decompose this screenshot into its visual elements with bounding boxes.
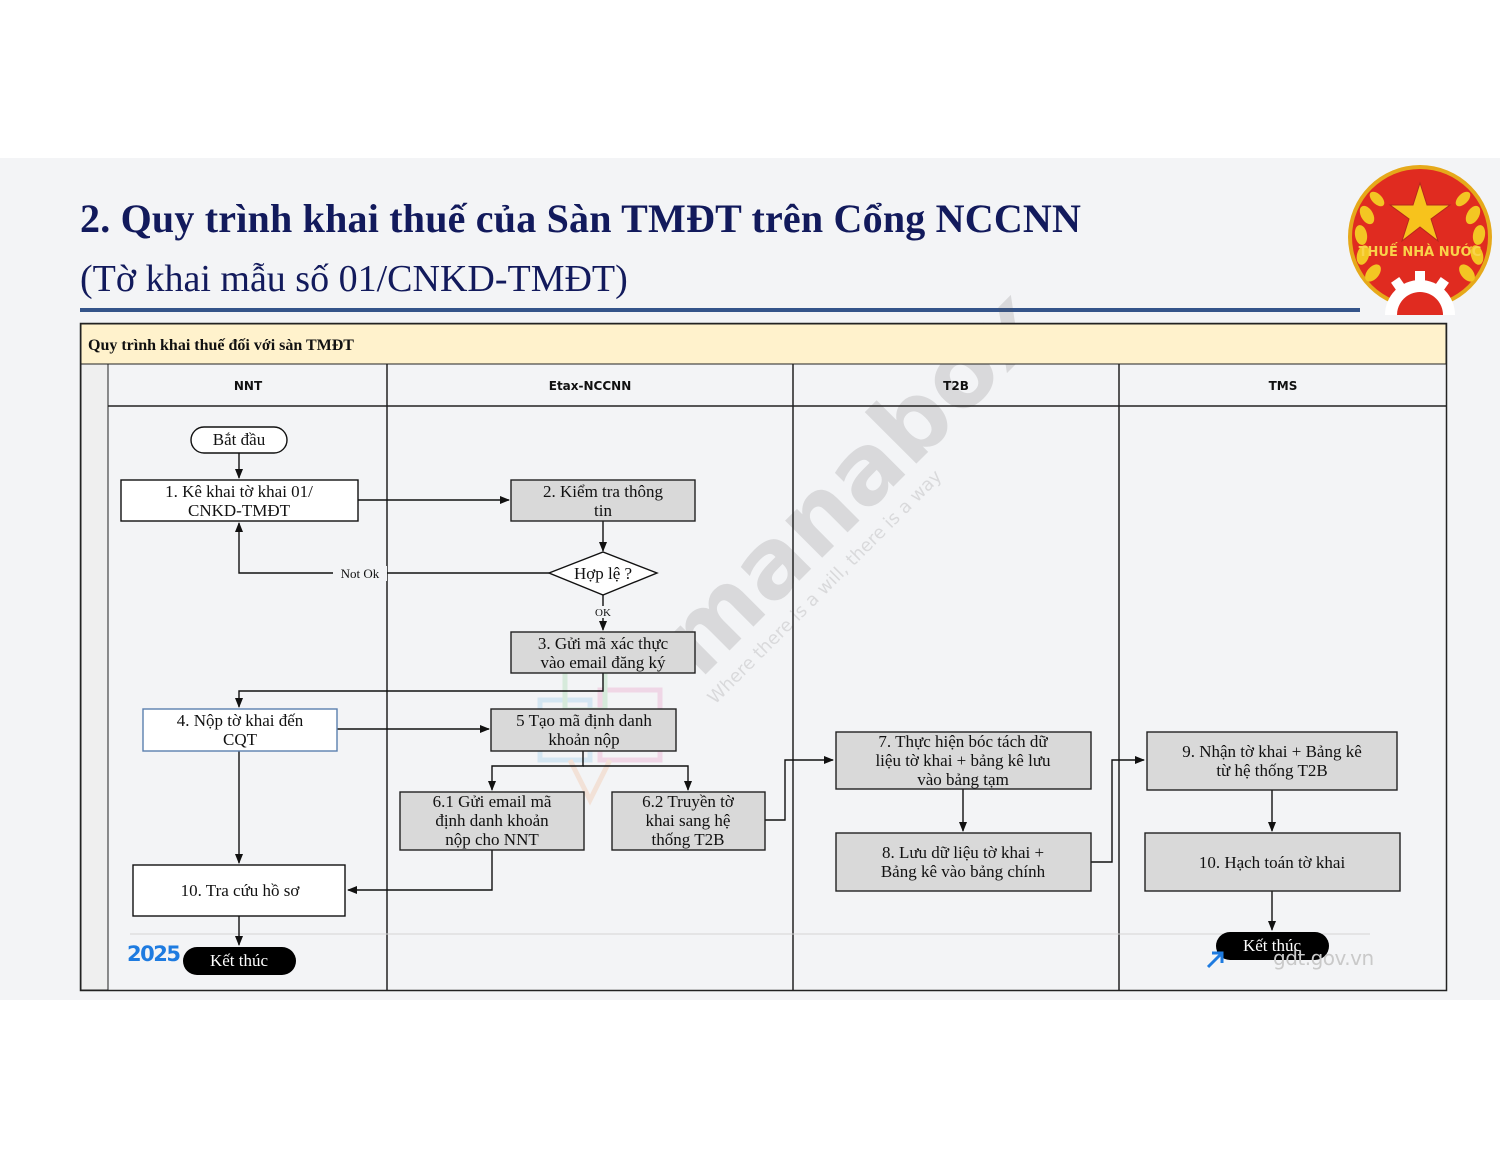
step-1-line1: 1. Kê khai tờ khai 01/ — [165, 482, 313, 501]
arrow-8-to-9 — [1091, 756, 1145, 863]
footer-arrow-icon — [1206, 951, 1224, 969]
edge-label-ok: OK — [595, 607, 611, 619]
step-8-line1: 8. Lưu dữ liệu tờ khai + — [882, 843, 1044, 862]
step-5-box[interactable] — [490, 708, 677, 752]
step-4-line2: CQT — [223, 730, 258, 749]
arrow-5-to-61 — [488, 751, 584, 791]
arrow-3-to-4 — [235, 673, 604, 708]
step-7-line2: liệu tờ khai + bảng kê lưu — [875, 751, 1051, 770]
step-7-line3: vào bảng tạm — [917, 770, 1009, 789]
step-9-line2: từ hệ thống T2B — [1216, 761, 1327, 780]
label-bg — [333, 566, 387, 581]
step-2-line1: 2. Kiểm tra thông — [543, 482, 663, 501]
arrow-5-to-62 — [583, 765, 692, 791]
laurel-right — [1455, 191, 1486, 282]
step-4-box[interactable] — [142, 708, 338, 752]
end-label-tms: Kết thúc — [1243, 936, 1302, 955]
step-3-box[interactable] — [510, 631, 696, 674]
lane-gutter — [80, 363, 109, 991]
step-1-box[interactable] — [120, 479, 359, 522]
laurel-left — [1354, 191, 1385, 282]
end-terminal-nnt[interactable] — [183, 947, 296, 975]
step-2-line2: tin — [594, 501, 612, 520]
step-10-accounting-label: 10. Hạch toán tờ khai — [1199, 853, 1346, 872]
end-terminal-tms[interactable] — [1216, 932, 1329, 960]
process-banner — [80, 323, 1447, 365]
footer-website: gdt.gov.vn — [1273, 946, 1374, 970]
title-divider — [80, 308, 1360, 312]
step-8-box[interactable] — [835, 832, 1092, 892]
gear-teeth — [1391, 271, 1449, 291]
logo-text: THUẾ NHÀ NƯỚC — [1359, 243, 1482, 260]
step-7-line1: 7. Thực hiện bóc tách dữ — [878, 732, 1048, 751]
step-6-1-line1: 6.1 Gửi email mã — [433, 792, 552, 811]
lane-header-t2b: T2B — [943, 379, 969, 393]
step-9-line1: 9. Nhận tờ khai + Bảng kê — [1182, 742, 1362, 761]
step-5-line1: 5 Tạo mã định danh — [516, 711, 652, 730]
step-9-box[interactable] — [1146, 731, 1398, 791]
start-label: Bắt đầu — [213, 430, 266, 449]
step-6-1-line3: nộp cho NNT — [445, 830, 539, 849]
step-6-2-line3: thống T2B — [652, 830, 725, 849]
slide-subtitle: (Tờ khai mẫu số 01/CNKD-TMĐT) — [80, 258, 628, 300]
step-10-lookup-label: 10. Tra cứu hồ sơ — [181, 881, 301, 900]
connectors — [235, 453, 1276, 946]
step-8-line2: Bảng kê vào bảng chính — [881, 862, 1046, 881]
banner-title: Quy trình khai thuế đối với sàn TMĐT — [88, 337, 354, 354]
step-1-line2: CNKD-TMĐT — [188, 501, 291, 520]
end-label-nnt: Kết thúc — [210, 951, 269, 970]
step-7-box[interactable] — [835, 731, 1092, 790]
step-3-line1: 3. Gửi mã xác thực — [538, 634, 669, 653]
start-terminal[interactable] — [190, 426, 288, 454]
lane-header-nnt: NNT — [234, 379, 263, 393]
arrow-notok-to-1 — [235, 522, 549, 574]
step-6-2-line1: 6.2 Truyền tờ — [642, 792, 735, 811]
emblem-disc — [1352, 169, 1488, 305]
footer-year: 2025 — [127, 942, 181, 966]
step-2-box[interactable] — [510, 479, 696, 522]
step-10-accounting-box[interactable] — [1144, 832, 1401, 892]
decision-label: Hợp lệ ? — [574, 564, 632, 583]
decision-diamond[interactable] — [547, 551, 659, 596]
slide-title: 2. Quy trình khai thuế của Sàn TMĐT trên… — [80, 196, 1082, 241]
step-5-line2: khoản nộp — [548, 730, 619, 749]
step-3-line2: vào email đăng ký — [540, 653, 666, 672]
arrow-61-to-10 — [347, 850, 493, 894]
step-6-2-line2: khai sang hệ — [646, 811, 731, 830]
step-6-1-box[interactable] — [399, 791, 585, 851]
tax-emblem-icon: THUẾ NHÀ NƯỚC — [1348, 165, 1492, 315]
edge-label-not-ok: Not Ok — [341, 566, 380, 581]
step-6-1-line2: định danh khoản — [435, 811, 549, 830]
step-4-line1: 4. Nộp tờ khai đến — [177, 711, 304, 730]
star-icon — [1388, 181, 1452, 243]
step-10-lookup-box[interactable] — [132, 864, 346, 917]
gear-hub — [1397, 292, 1443, 315]
lane-header-tms: TMS — [1269, 379, 1298, 393]
arrow-62-to-7 — [765, 756, 834, 821]
step-6-2-box[interactable] — [611, 791, 766, 851]
lane-header-etax: Etax-NCCNN — [549, 379, 632, 393]
